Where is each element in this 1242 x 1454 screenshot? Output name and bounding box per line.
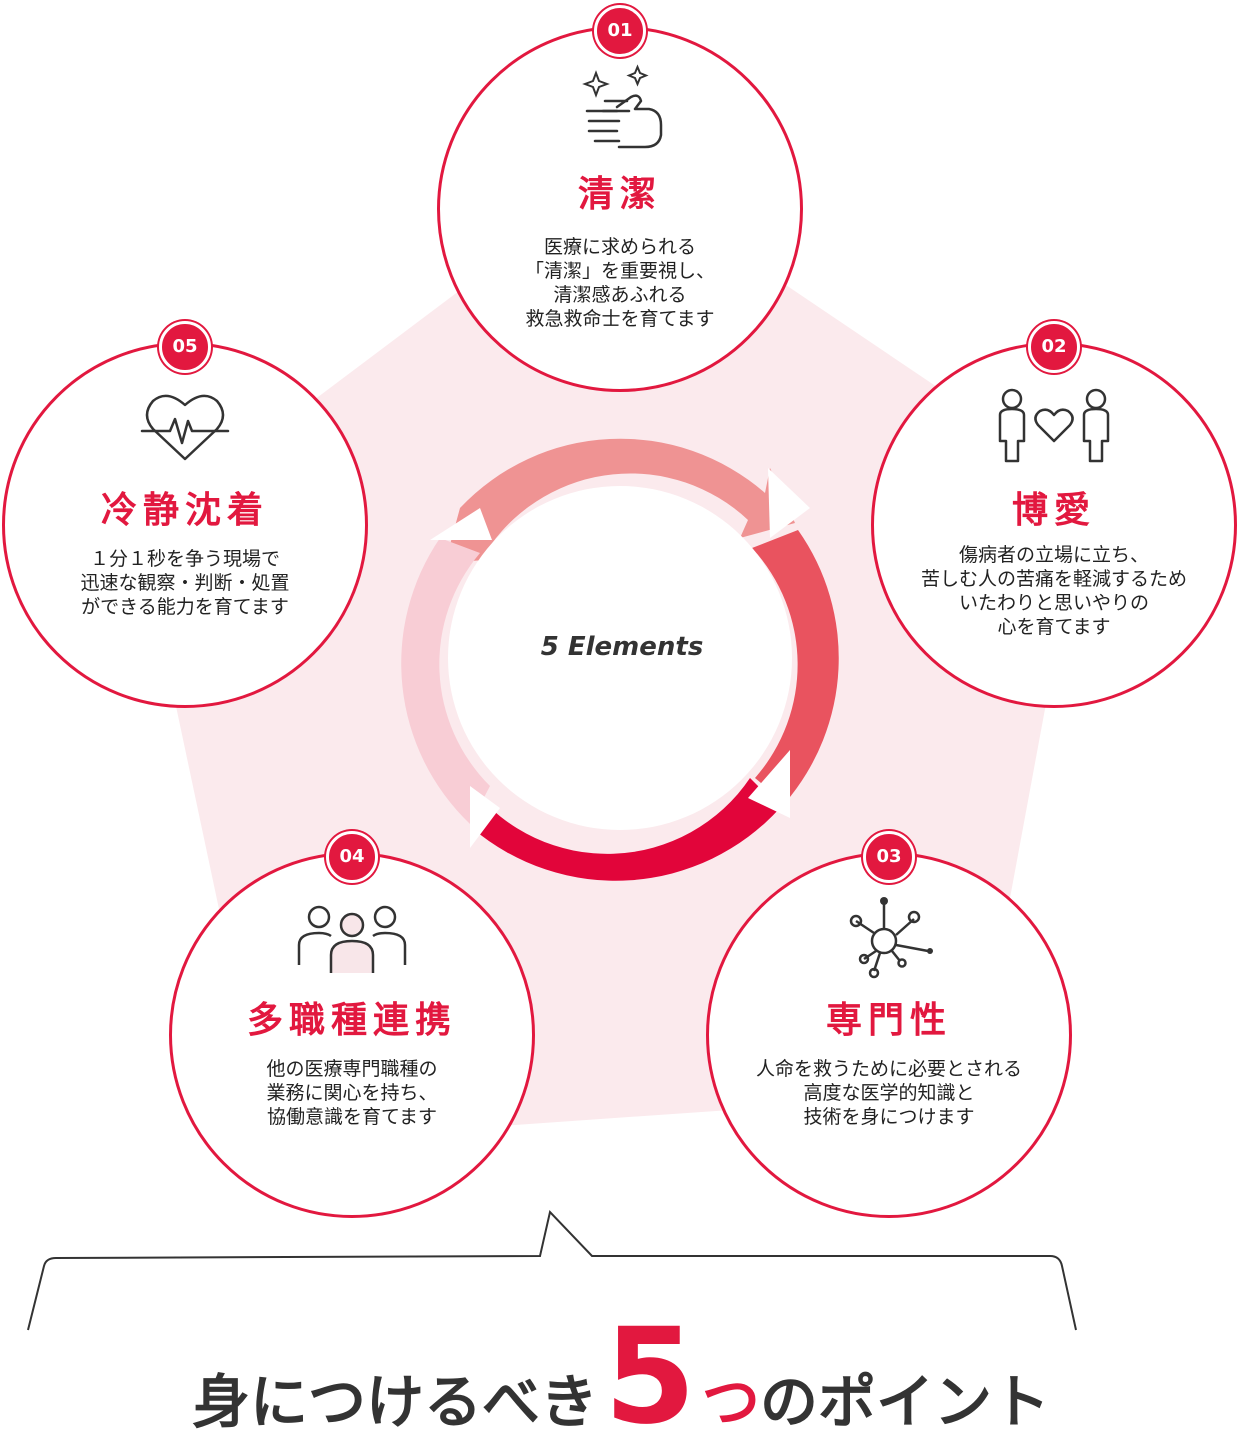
element-number-badge: 02 — [1028, 321, 1080, 373]
element-number-badge: 04 — [326, 831, 378, 883]
element-card-05: 05 冷静沈着 １分１秒を争う現場で 迅速な観察・判断・処置 ができる能力を育て… — [2, 321, 368, 708]
element-description: 人命を救うために必要とされる 高度な医学的知識と 技術を身につけます — [755, 1058, 1022, 1128]
element-title: 冷静沈着 — [100, 490, 269, 531]
heartbeat-icon — [140, 394, 230, 461]
element-number-badge: 03 — [863, 831, 915, 883]
cycle-arc-top — [445, 438, 795, 563]
element-description: １分１秒を争う現場で 迅速な観察・判断・処置 ができる能力を育てます — [80, 548, 290, 618]
headline-post: のポイント — [759, 1368, 1050, 1436]
cycle-arc-right — [752, 530, 839, 803]
group-people-icon — [297, 905, 407, 973]
element-number-badge: 01 — [594, 5, 646, 57]
headline-pre: 身につけるべき — [192, 1368, 599, 1436]
element-title: 専門性 — [825, 1000, 952, 1041]
element-description: 傷病者の立場に立ち、 苦しむ人の苦痛を軽減するため いたわりと思いやりの 心を育… — [920, 544, 1187, 638]
element-card-01: 01 清潔 医療に求められる 「清潔」を重要視し、 清潔感あふれる 救急救命士を… — [437, 5, 803, 392]
molecule-network-icon — [849, 897, 933, 979]
element-title: 多職種連携 — [246, 1000, 457, 1041]
clean-hands-icon — [582, 64, 663, 149]
element-title: 博愛 — [1011, 490, 1096, 531]
element-card-04: 04 多職種連携 他の医療専門職種の 業務に関心を持ち、 協働意識を育てます — [169, 831, 535, 1218]
element-description: 他の医療専門職種の 業務に関心を持ち、 協働意識を育てます — [266, 1058, 438, 1128]
element-description: 医療に求められる 「清潔」を重要視し、 清潔感あふれる 救急救命士を育てます — [524, 236, 715, 330]
headline-number: 5 — [604, 1300, 696, 1454]
element-number-badge: 05 — [159, 321, 211, 373]
cycle-arc-bottom — [472, 778, 780, 881]
cycle-arc-left — [401, 538, 490, 824]
element-title: 清潔 — [577, 174, 662, 215]
element-card-02: 02 博愛 傷病者の立場に立ち、 苦しむ人の苦痛を軽減するため いたわりと思いや… — [871, 321, 1237, 708]
headline-accent: つ — [701, 1368, 760, 1436]
element-card-03: 03 専門性 人命を救うために必要とされる 高度な医学的知識と 技術を身につけま… — [706, 831, 1072, 1218]
center-label: 5 Elements — [540, 632, 704, 662]
two-people-heart-icon — [998, 388, 1110, 463]
